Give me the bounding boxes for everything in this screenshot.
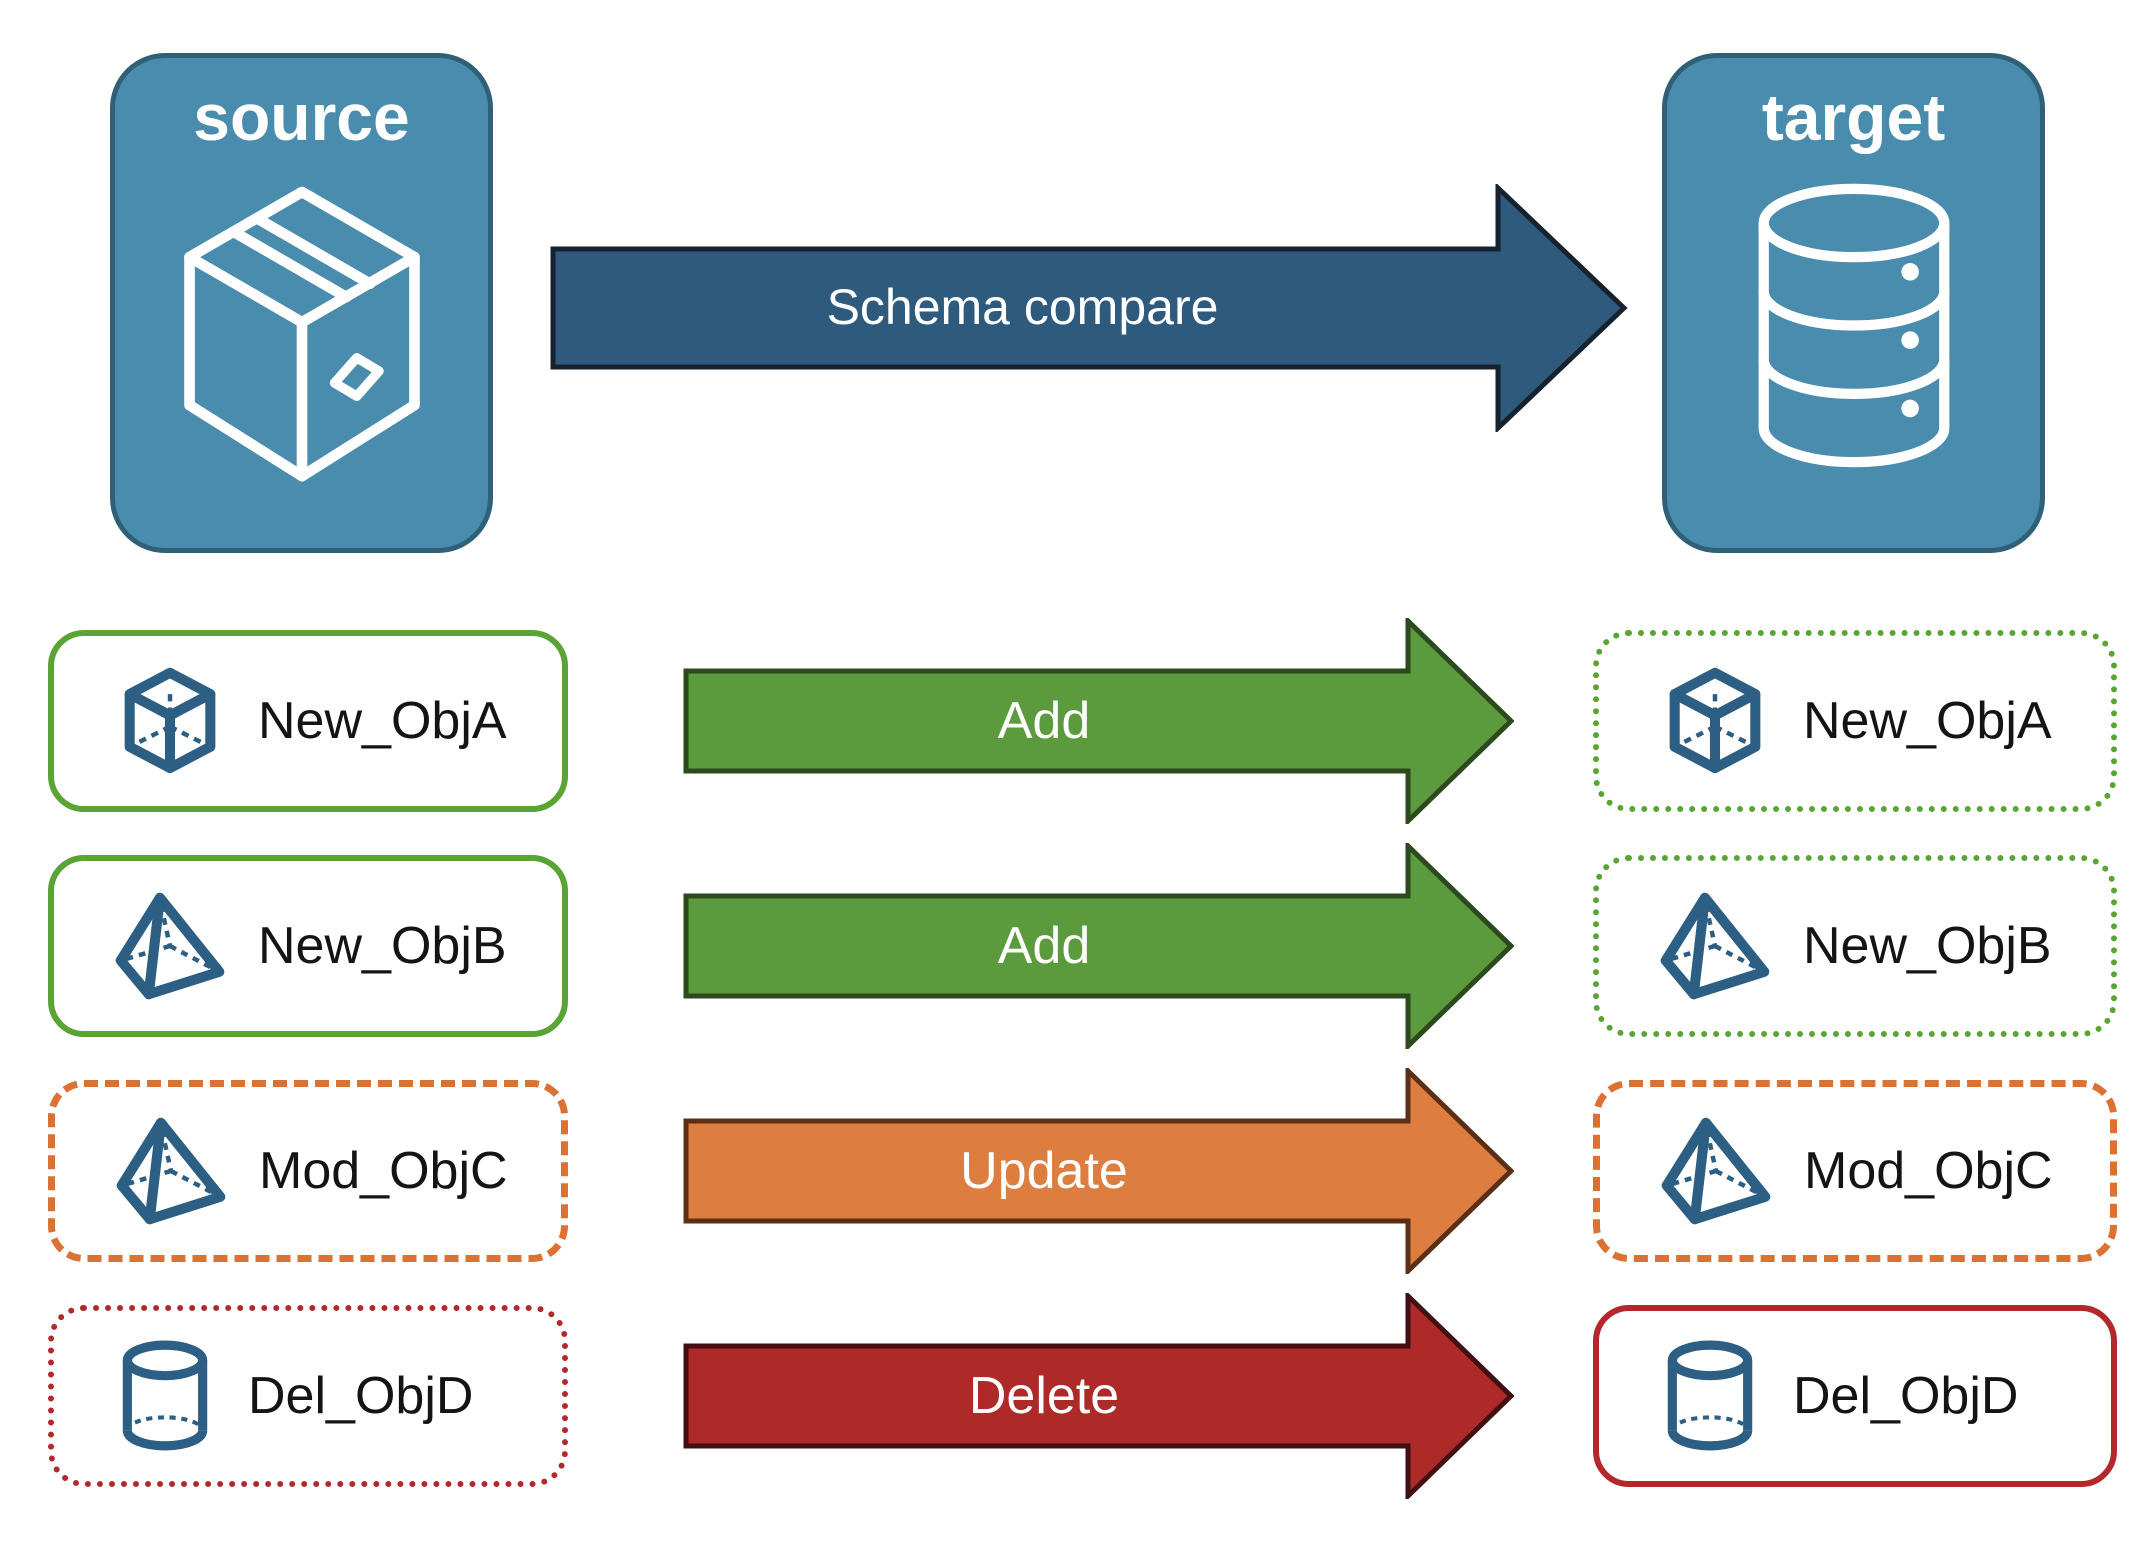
- object-label: Del_ObjD: [248, 1367, 474, 1425]
- pyramid-icon: [115, 1115, 227, 1227]
- add-arrow: [683, 618, 1514, 824]
- pyramid-icon: [1659, 890, 1771, 1002]
- object-label: Mod_ObjC: [259, 1142, 508, 1200]
- pyramid-icon: [1660, 1115, 1772, 1227]
- cube-icon: [114, 665, 226, 777]
- target-panel-title: target: [1761, 80, 1946, 154]
- source-object-box: Mod_ObjC: [48, 1080, 568, 1262]
- target-object-box: New_ObjB: [1593, 855, 2117, 1037]
- object-label: Del_ObjD: [1793, 1367, 2019, 1425]
- source-object-box: Del_ObjD: [48, 1305, 568, 1487]
- pyramid-icon: [114, 890, 226, 1002]
- source-object-box: New_ObjB: [48, 855, 568, 1037]
- target-panel: target: [1662, 53, 2045, 553]
- row-new-obja: New_ObjA Add New_ObjA: [0, 618, 2150, 824]
- target-object-box: New_ObjA: [1593, 630, 2117, 812]
- source-panel: source: [110, 53, 493, 553]
- add-arrow: [683, 843, 1514, 1049]
- target-object-box: Del_ObjD: [1593, 1305, 2117, 1487]
- object-label: Mod_ObjC: [1804, 1142, 2053, 1200]
- target-object-box: Mod_ObjC: [1593, 1080, 2117, 1262]
- cylinder-icon: [1659, 1339, 1761, 1453]
- schema-compare-arrow: [550, 184, 1628, 432]
- object-label: New_ObjA: [1803, 692, 2052, 750]
- package-box-icon: [154, 174, 450, 506]
- row-new-objb: New_ObjB Add New_ObjB: [0, 843, 2150, 1049]
- database-icon: [1732, 174, 1976, 477]
- row-mod-objc: Mod_ObjC Update Mod_ObjC: [0, 1068, 2150, 1274]
- row-del-objd: Del_ObjD Delete Del_ObjD: [0, 1293, 2150, 1499]
- object-label: New_ObjA: [258, 692, 507, 750]
- cylinder-icon: [114, 1339, 216, 1453]
- source-object-box: New_ObjA: [48, 630, 568, 812]
- cube-icon: [1659, 665, 1771, 777]
- source-panel-title: source: [193, 80, 410, 154]
- object-label: New_ObjB: [1803, 917, 2052, 975]
- update-arrow: [683, 1068, 1514, 1274]
- delete-arrow: [683, 1293, 1514, 1499]
- object-label: New_ObjB: [258, 917, 507, 975]
